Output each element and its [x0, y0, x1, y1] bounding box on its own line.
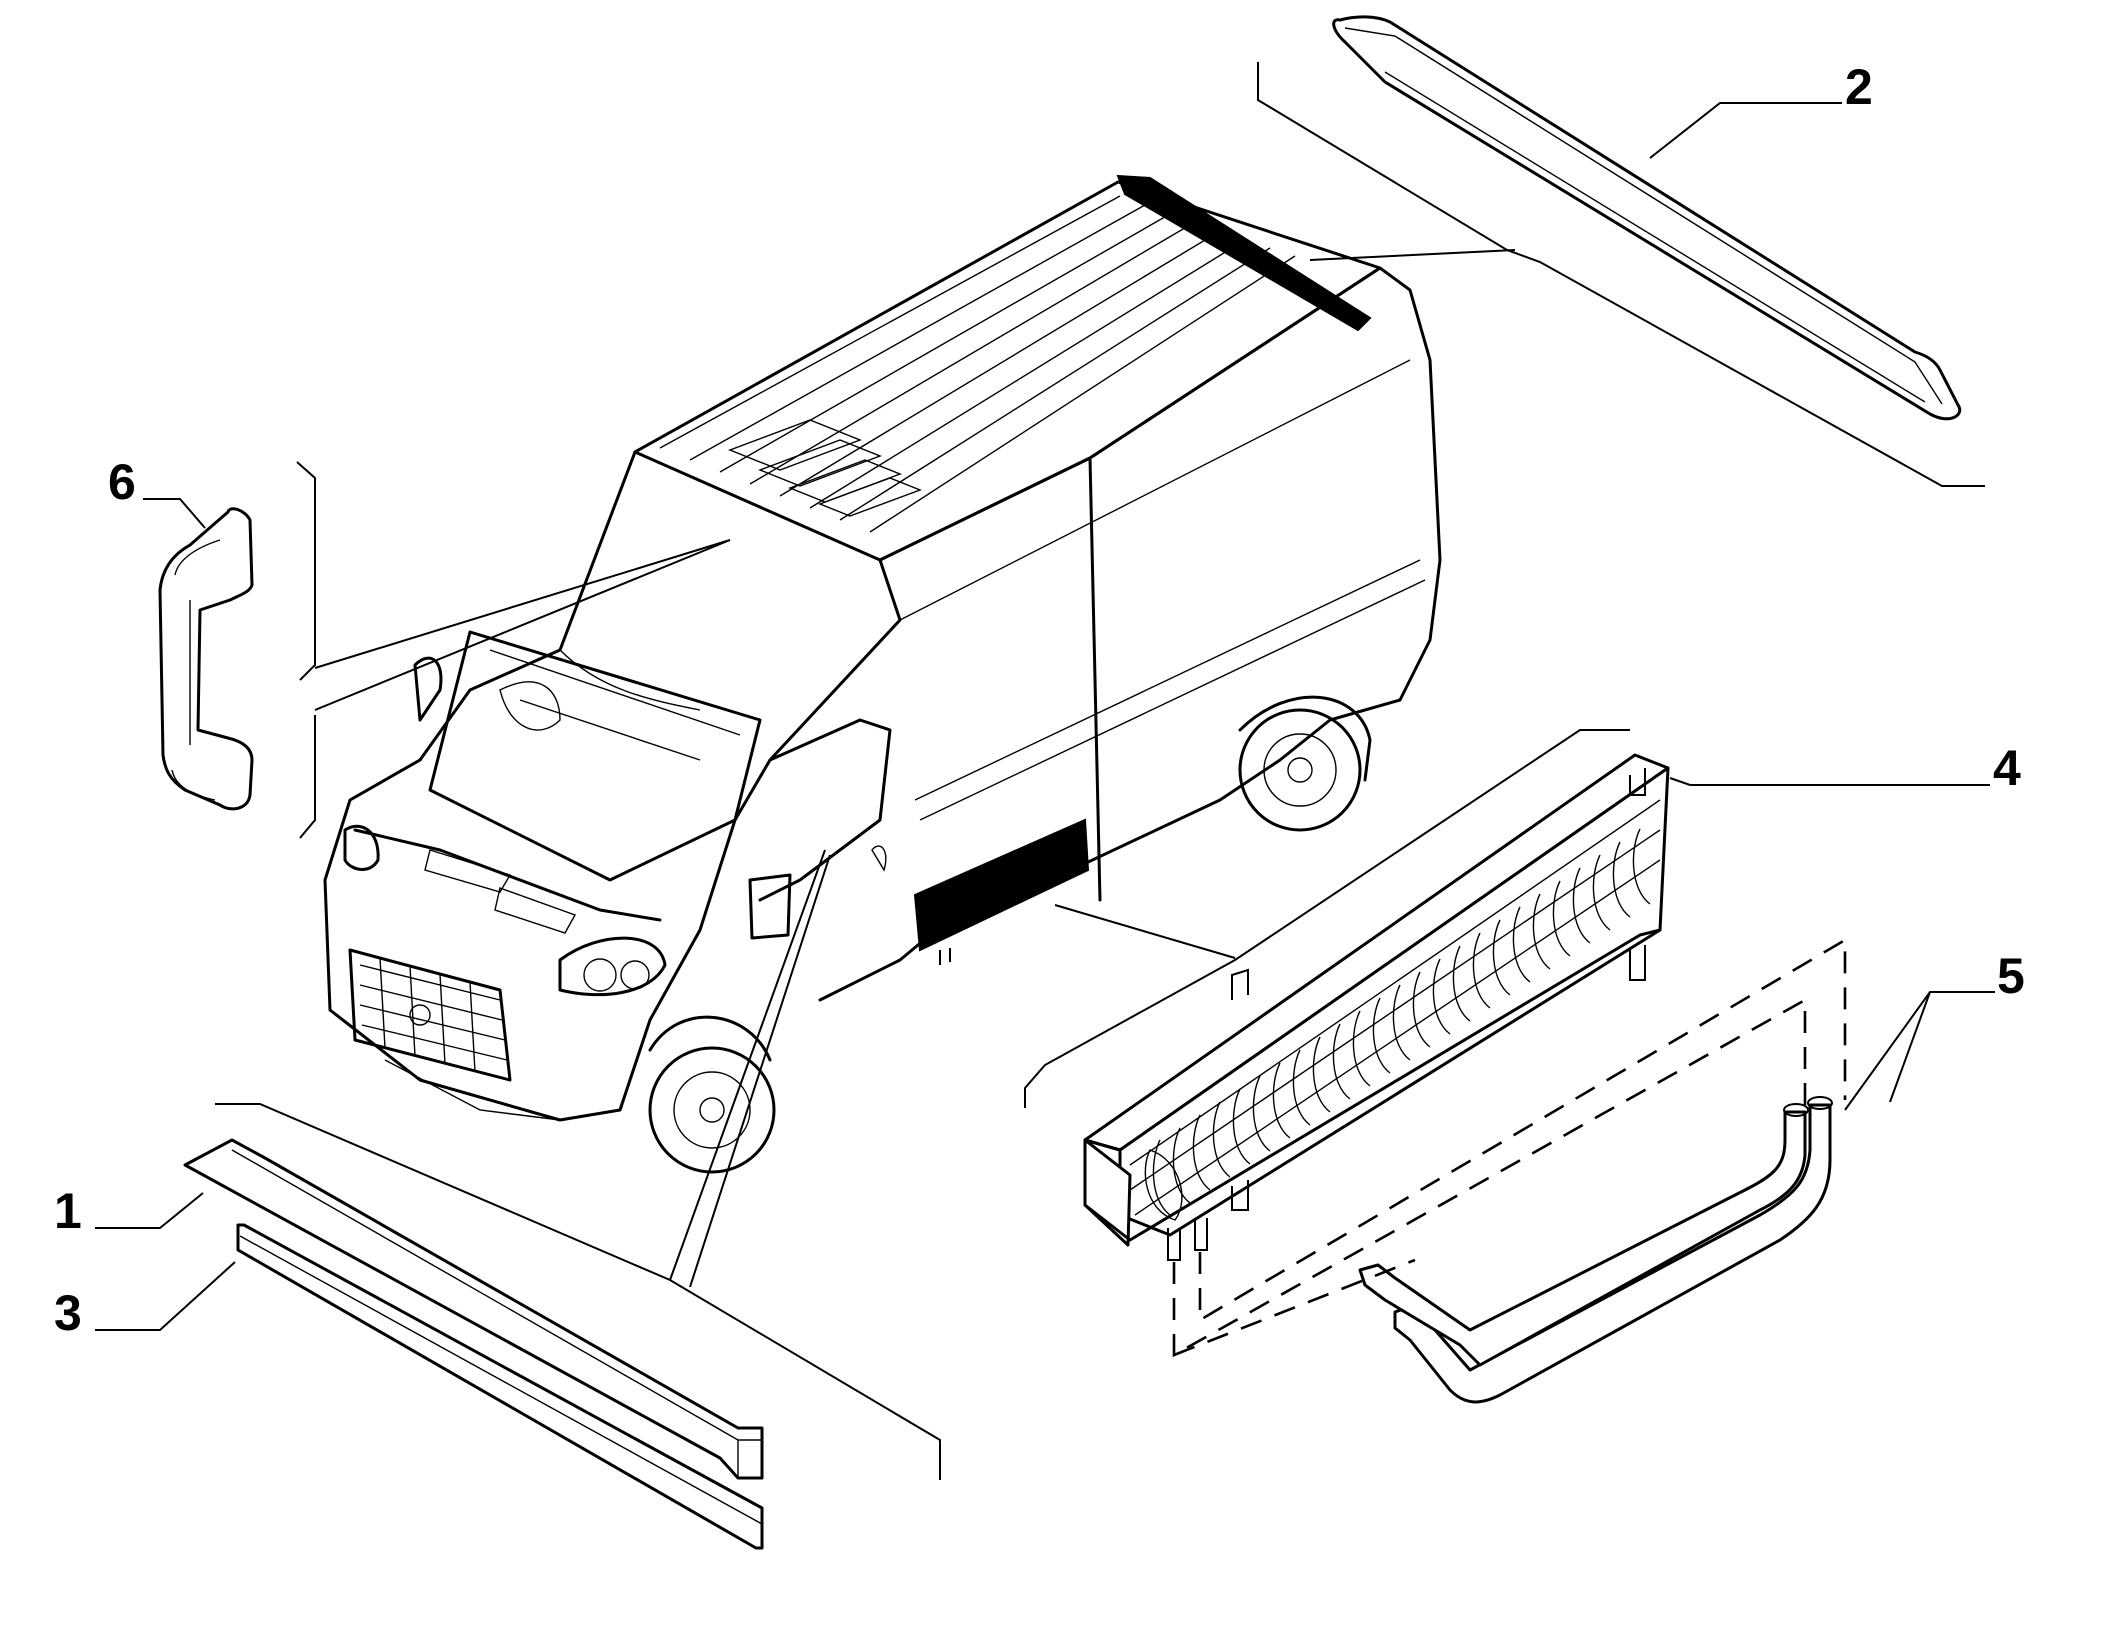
callout-labels: 2 6 4 5 1 3	[54, 59, 2025, 1341]
leader-lines	[95, 62, 1995, 1480]
callout-3: 3	[54, 1285, 82, 1341]
callout-4: 4	[1993, 740, 2021, 796]
part-3-sill-strip	[236, 1223, 764, 1550]
van-illustration	[323, 174, 1442, 1174]
part-2-roof-spoiler	[1332, 15, 1962, 421]
callout-5: 5	[1997, 948, 2025, 1004]
connection-dashes	[1172, 937, 1847, 1358]
part-1-sill-trim	[183, 1138, 764, 1480]
callout-1: 1	[54, 1183, 82, 1239]
callout-2: 2	[1845, 59, 1873, 115]
part-4-heater-unit	[1083, 753, 1670, 1261]
callout-6: 6	[108, 454, 136, 510]
part-5-hoses	[1358, 1096, 1833, 1404]
part-6-grab-handle	[158, 507, 254, 811]
